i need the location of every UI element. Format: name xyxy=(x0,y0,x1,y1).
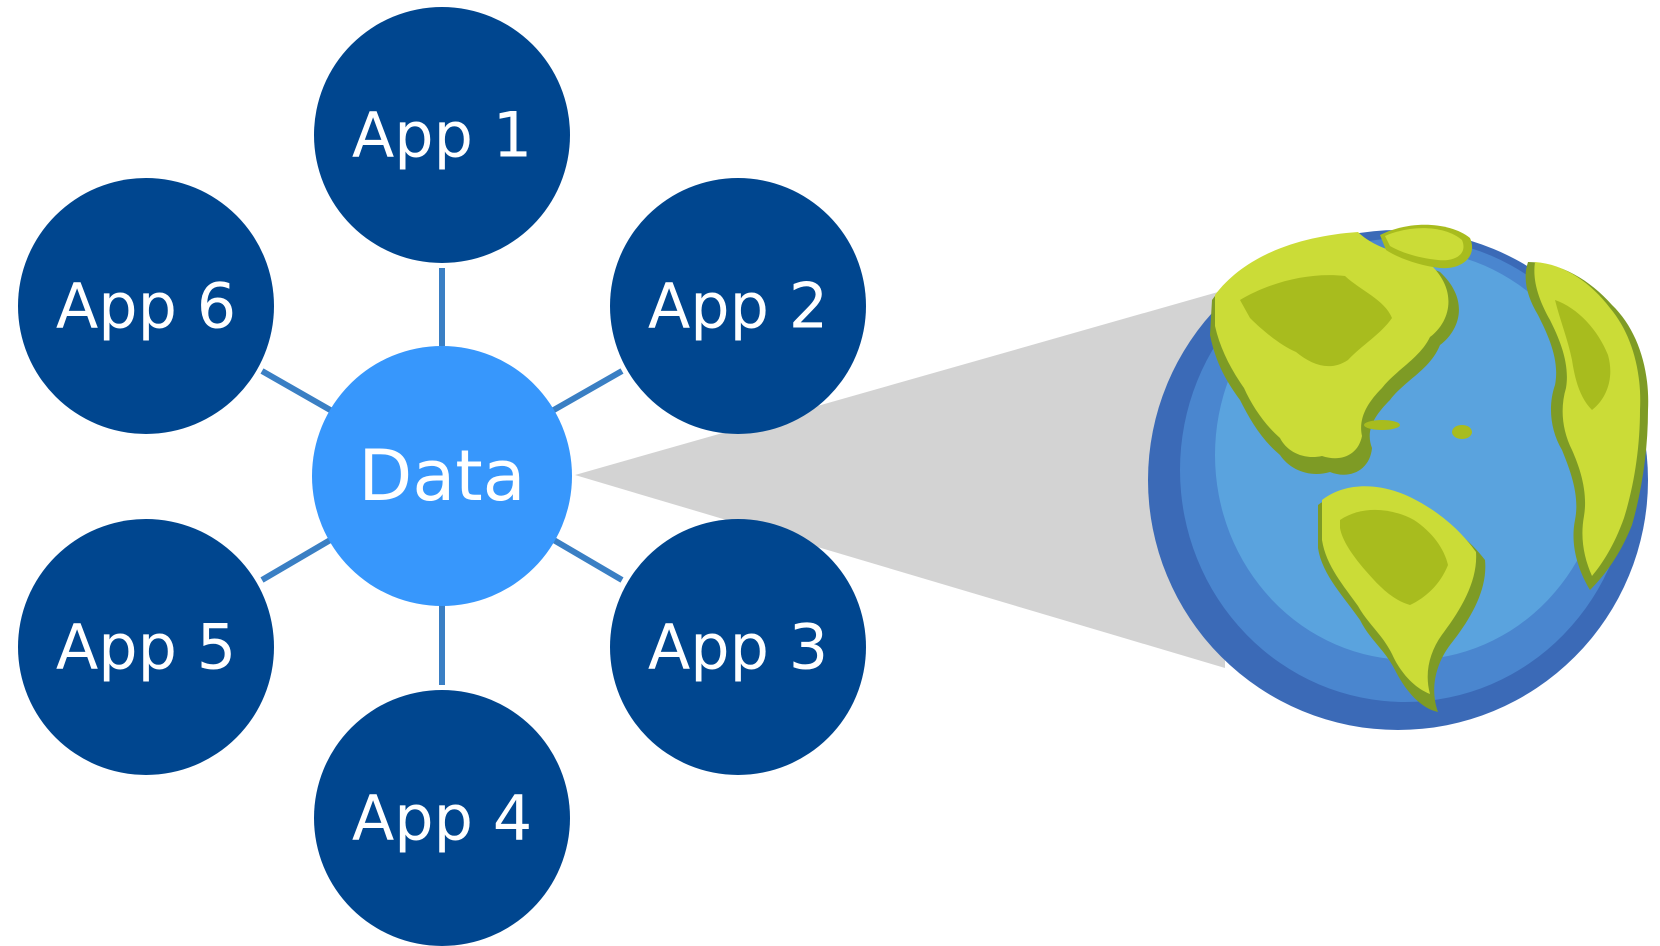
hub-node-data: Data xyxy=(312,346,572,606)
app-node-4: App 4 xyxy=(314,690,570,946)
app-node-3: App 3 xyxy=(610,519,866,775)
app-label: App 2 xyxy=(648,270,828,343)
hub-label: Data xyxy=(358,435,525,517)
app-node-1: App 1 xyxy=(314,7,570,263)
app-label: App 4 xyxy=(352,782,532,855)
app-label: App 6 xyxy=(56,270,236,343)
connector-app-6 xyxy=(260,368,334,414)
app-node-6: App 6 xyxy=(18,178,274,434)
connector-app-5 xyxy=(260,536,334,583)
projection-cone xyxy=(575,290,1225,668)
app-label: App 5 xyxy=(56,611,236,684)
app-node-5: App 5 xyxy=(18,519,274,775)
connector-app-3 xyxy=(550,536,624,583)
app-label: App 3 xyxy=(648,611,828,684)
connectors xyxy=(260,268,624,685)
app-node-2: App 2 xyxy=(610,178,866,434)
connector-app-2 xyxy=(550,368,624,414)
earth-globe-icon xyxy=(1148,224,1649,730)
app-label: App 1 xyxy=(352,99,532,172)
